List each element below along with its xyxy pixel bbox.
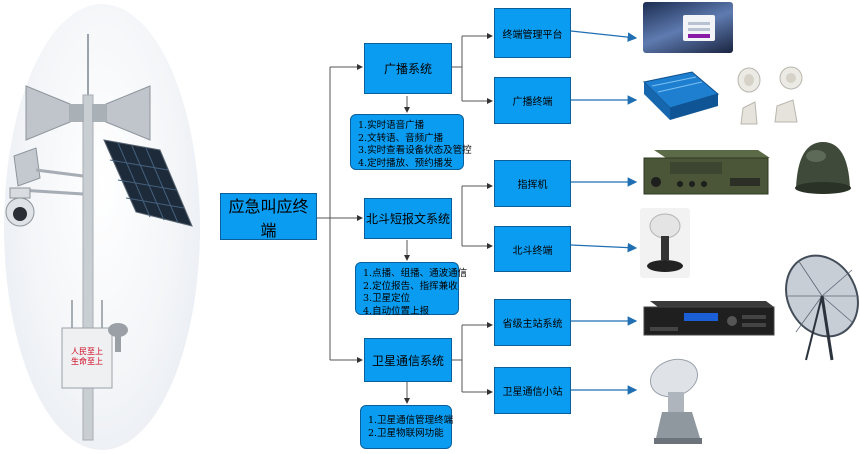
feature-item: 2.定位报告、指挥兼收 <box>363 280 458 292</box>
node-command-machine: 指挥机 <box>494 160 571 207</box>
satellite-station-icon <box>650 358 702 444</box>
feature-item: 3.卫星定位 <box>363 293 411 304</box>
feature-item: 1.点播、组播、通波通信 <box>363 268 468 279</box>
broadcast-features: 1.实时语音广播 2.文转语、音频广播 3.实时查看设备状态及管控 4.定时播放… <box>350 114 472 170</box>
emergency-pole-icon <box>5 34 193 441</box>
login-screen-icon <box>643 2 733 53</box>
pole-sign-line-1: 人民至上 <box>71 347 103 356</box>
feature-item: 1.卫星通信管理终端 <box>368 415 454 426</box>
node-beidou-terminal-label: 北斗终端 <box>512 245 553 257</box>
node-beidou-terminal: 北斗终端 <box>494 226 571 272</box>
root-label: 应急叫应终端 <box>228 196 309 240</box>
feature-item: 4.定时播放、预约播发 <box>358 157 453 169</box>
node-satellite-small-station: 卫星通信小站 <box>494 367 571 414</box>
system-beidou: 北斗短报文系统 <box>364 198 452 239</box>
broadcast-device-icon <box>642 71 720 120</box>
feature-item: 2.卫星物联网功能 <box>368 427 444 439</box>
system-broadcast: 广播系统 <box>364 43 452 94</box>
dish-antenna-icon <box>785 254 859 361</box>
beidou-features: 1.点播、组播、通波通信 2.定位报告、指挥兼收 3.卫星定位 4.自动位置上报 <box>355 262 468 317</box>
satellite-features: 1.卫星通信管理终端 2.卫星物联网功能 <box>360 405 454 449</box>
node-broadcast-terminal: 广播终端 <box>494 77 571 124</box>
command-machine-icon <box>643 150 770 195</box>
node-satellite-small-station-label: 卫星通信小站 <box>502 387 563 398</box>
node-provincial-station-label: 省级主站系统 <box>502 319 563 330</box>
system-satellite: 卫星通信系统 <box>364 338 452 382</box>
feature-item: 2.文转语、音频广播 <box>358 132 444 144</box>
root-node: 应急叫应终端 <box>220 193 317 240</box>
system-broadcast-label: 广播系统 <box>383 62 432 76</box>
feature-item: 1.实时语音广播 <box>358 120 425 131</box>
node-terminal-platform: 终端管理平台 <box>494 8 571 58</box>
node-provincial-station: 省级主站系统 <box>494 299 571 346</box>
rack-server-icon <box>643 301 775 336</box>
node-command-machine-label: 指挥机 <box>517 180 548 191</box>
feature-item: 4.自动位置上报 <box>363 305 430 317</box>
beidou-terminal-icon <box>640 208 690 278</box>
pole-sign-line-2: 生命至上 <box>71 357 103 366</box>
node-broadcast-terminal-label: 广播终端 <box>512 97 553 108</box>
system-beidou-label: 北斗短报文系统 <box>365 212 450 226</box>
feature-item: 3.实时查看设备状态及管控 <box>358 145 472 156</box>
node-terminal-platform-label: 终端管理平台 <box>502 29 563 41</box>
horn-speakers-icon <box>737 66 803 125</box>
dome-antenna-icon <box>795 142 851 194</box>
system-satellite-label: 卫星通信系统 <box>371 353 444 368</box>
